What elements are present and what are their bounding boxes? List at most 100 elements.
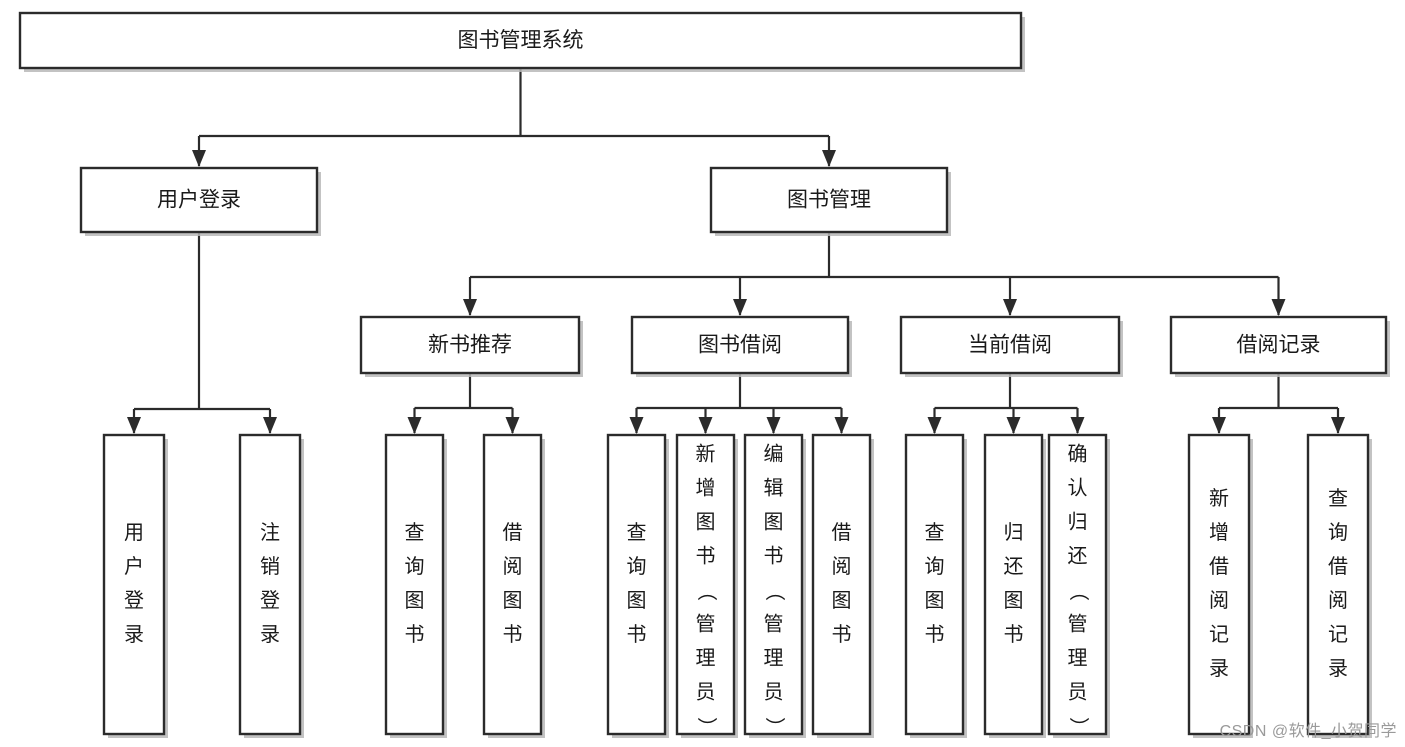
svg-text:新: 新 — [1209, 487, 1229, 510]
node-borrow-record-rect[interactable] — [1169, 315, 1388, 375]
svg-text:登: 登 — [124, 589, 144, 612]
svg-text:用: 用 — [124, 522, 144, 544]
arrow-head-icon — [698, 417, 713, 434]
svg-text:书: 书 — [696, 544, 716, 567]
node-borrow-record-label: 借阅记录 — [1237, 334, 1321, 357]
svg-text:归: 归 — [1004, 521, 1024, 544]
svg-text:借: 借 — [1209, 555, 1229, 578]
arrow-head-icon — [192, 150, 206, 167]
svg-text:）: ） — [1067, 717, 1090, 737]
node-leaf-user-login-label: 用户登录 — [124, 522, 144, 646]
svg-text:记: 记 — [1209, 623, 1229, 646]
svg-text:）: ） — [695, 717, 718, 737]
svg-text:阅: 阅 — [1328, 589, 1348, 612]
node-leaf-add-book-rect[interactable] — [675, 433, 736, 736]
svg-text:理: 理 — [1068, 647, 1088, 669]
arrow-head-icon — [822, 150, 836, 167]
connector-layer — [127, 68, 1345, 434]
arrow-head-icon — [263, 417, 277, 434]
svg-text:阅: 阅 — [1209, 589, 1229, 612]
node-leaf-confirm-return-rect[interactable] — [1047, 433, 1108, 736]
svg-text:增: 增 — [1209, 521, 1229, 544]
node-layer: 图书管理系统用户登录图书管理新书推荐图书借阅当前借阅借阅记录用户登录注销登录查询… — [18, 11, 1390, 738]
svg-text:询: 询 — [925, 555, 945, 578]
svg-text:录: 录 — [124, 624, 144, 646]
node-book-manage-label: 图书管理 — [787, 189, 871, 212]
node-leaf-query-record-rect[interactable] — [1306, 433, 1370, 736]
svg-text:书: 书 — [1004, 623, 1024, 646]
node-leaf-query-book-3-rect[interactable] — [904, 433, 965, 736]
svg-text:图: 图 — [696, 511, 716, 533]
arrow-head-icon — [1331, 417, 1345, 434]
svg-text:图: 图 — [832, 590, 852, 612]
node-root-rect[interactable] — [18, 11, 1023, 70]
arrow-head-icon — [1006, 417, 1021, 434]
node-leaf-borrow-book-1-rect[interactable] — [482, 433, 543, 736]
svg-text:注: 注 — [260, 521, 280, 544]
svg-text:（: （ — [1067, 581, 1090, 601]
node-leaf-logout-login-rect[interactable] — [238, 433, 302, 736]
arrow-head-icon — [629, 417, 644, 434]
arrow-head-icon — [407, 417, 422, 434]
svg-text:书: 书 — [925, 623, 945, 646]
watermark-text: CSDN @软件_小贺同学 — [1219, 723, 1397, 740]
arrow-head-icon — [834, 417, 849, 434]
node-leaf-edit-book-rect[interactable] — [743, 433, 804, 736]
svg-text:借: 借 — [503, 521, 523, 544]
svg-text:（: （ — [695, 581, 718, 601]
svg-text:员: 员 — [1068, 681, 1088, 703]
node-leaf-query-book-2-rect[interactable] — [606, 433, 667, 736]
svg-text:新: 新 — [696, 442, 716, 465]
node-leaf-user-login-rect[interactable] — [102, 433, 166, 736]
svg-text:图: 图 — [503, 590, 523, 612]
node-book-borrow-rect[interactable] — [630, 315, 850, 375]
svg-text:归: 归 — [1068, 510, 1088, 533]
svg-text:）: ） — [763, 717, 786, 737]
svg-text:登: 登 — [260, 589, 280, 612]
svg-text:询: 询 — [405, 555, 425, 578]
arrow-head-icon — [733, 299, 747, 316]
svg-text:图: 图 — [627, 590, 647, 612]
node-book-manage-rect[interactable] — [709, 166, 949, 234]
node-user-login-label: 用户登录 — [157, 189, 241, 212]
arrow-head-icon — [505, 417, 520, 434]
svg-text:户: 户 — [124, 555, 144, 578]
svg-text:书: 书 — [405, 623, 425, 646]
svg-text:录: 录 — [260, 624, 280, 646]
svg-text:询: 询 — [1328, 521, 1348, 544]
svg-text:图: 图 — [764, 511, 784, 533]
svg-text:管: 管 — [696, 612, 716, 635]
svg-text:认: 认 — [1068, 476, 1088, 499]
node-leaf-return-book-rect[interactable] — [983, 433, 1044, 736]
node-new-book-recommend-rect[interactable] — [359, 315, 581, 375]
svg-text:员: 员 — [764, 681, 784, 703]
svg-text:增: 增 — [696, 476, 716, 499]
svg-text:辑: 辑 — [764, 476, 784, 499]
svg-text:确: 确 — [1068, 442, 1088, 465]
arrow-head-icon — [1271, 299, 1286, 316]
node-current-borrow-rect[interactable] — [899, 315, 1121, 375]
svg-text:查: 查 — [1328, 487, 1348, 510]
svg-text:借: 借 — [832, 521, 852, 544]
arrow-head-icon — [1003, 299, 1017, 316]
svg-text:查: 查 — [405, 521, 425, 544]
node-leaf-query-book-1-rect[interactable] — [384, 433, 445, 736]
svg-text:询: 询 — [627, 555, 647, 578]
svg-text:书: 书 — [764, 544, 784, 567]
node-user-login-rect[interactable] — [79, 166, 319, 234]
node-leaf-borrow-book-2-rect[interactable] — [811, 433, 872, 736]
svg-text:理: 理 — [696, 647, 716, 669]
node-leaf-add-record-rect[interactable] — [1187, 433, 1251, 736]
svg-text:书: 书 — [503, 623, 523, 646]
arrow-head-icon — [463, 299, 477, 316]
